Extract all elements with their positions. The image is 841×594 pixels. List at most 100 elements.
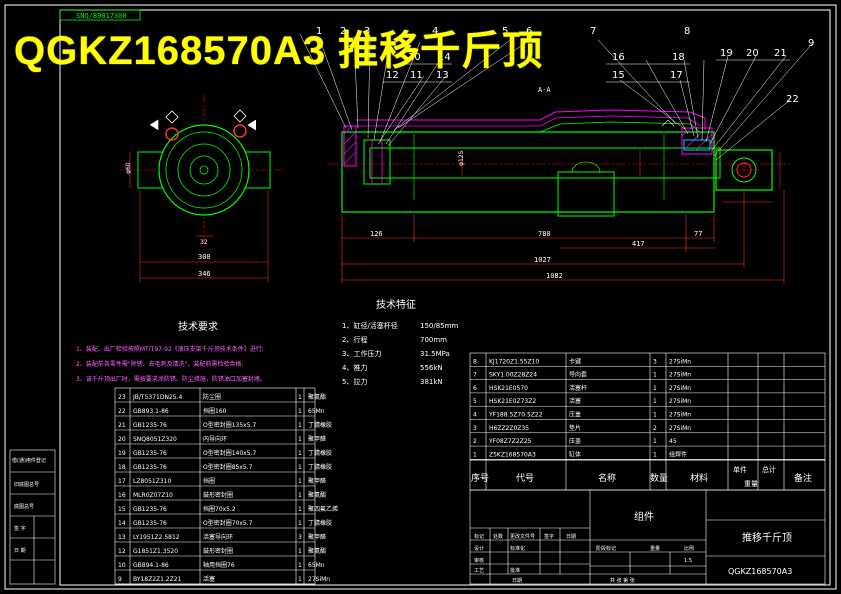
bom-cell: 内导向环 xyxy=(203,435,227,443)
date-label: 日期 xyxy=(512,578,522,584)
dim-780: 780 xyxy=(538,230,551,238)
bom-cell: 20 xyxy=(118,436,126,443)
balloon-6: 6 xyxy=(526,26,532,37)
weight-label: 重量 xyxy=(650,545,660,552)
tech-req-line: 3、该千斤顶出厂时，需按要求涂防锈、防尘措施，防锈油口加塞封堵。 xyxy=(76,375,266,383)
section-label: A-A xyxy=(538,86,551,94)
bom-header-qty: 数量 xyxy=(650,472,668,484)
sign-label: 标记 xyxy=(474,533,484,540)
bom-cell: 聚甲醛 xyxy=(308,435,326,443)
balloon-16: 16 xyxy=(612,52,625,63)
stage-label: 阶段标记 xyxy=(596,545,616,552)
bom-cell: GB1235-76 xyxy=(133,520,167,527)
bom-cell: HSK21E0570 xyxy=(489,385,528,392)
bom-cell: 18 xyxy=(118,464,126,471)
bom-cell: 活塞 xyxy=(569,397,581,405)
bom-cell: 挡圈70x5.2 xyxy=(203,505,236,513)
bom-cell: GB894.1-86 xyxy=(133,562,169,569)
side-strip-label: 旧底图总号 xyxy=(14,481,39,488)
bom-cell: 活塞杆 xyxy=(569,384,587,392)
balloon-15: 15 xyxy=(612,70,625,81)
bom-cell: 1 xyxy=(653,451,657,458)
balloon-14: 14 xyxy=(438,52,451,63)
bom-cell: 聚甲醛 xyxy=(308,477,326,485)
end-view: 300 346 φ60 32 xyxy=(120,95,285,282)
side-strip xyxy=(9,449,56,585)
bom-header-no: 序号 xyxy=(471,472,489,484)
bom-cell: 聚氨酯 xyxy=(308,547,326,555)
bom-cell: 5 xyxy=(473,398,477,405)
bom-cell: 1 xyxy=(298,576,302,583)
bom-cell: 4 xyxy=(473,412,477,419)
bom-cell: 活塞导向环 xyxy=(203,533,233,541)
bom-cell: 1 xyxy=(298,450,302,457)
bom-cell: 10 xyxy=(118,562,126,569)
dim-77: 77 xyxy=(694,230,702,238)
bom-cell: LY1951Z2.5812 xyxy=(133,534,180,541)
bom-cell: O型密封圈70x5.7 xyxy=(203,519,253,527)
bom-cell: 1 xyxy=(473,451,477,458)
bom-cell: LZ8051Z310 xyxy=(133,478,171,485)
bom-cell: 1 xyxy=(298,408,302,415)
role-label: 工艺 xyxy=(474,568,484,574)
bom-cell: BY18Z2Z1.2Z21 xyxy=(133,576,182,583)
stamp-box: SNQ/89017300 xyxy=(59,9,141,21)
bom-cell: 聚氨酯 xyxy=(308,393,326,401)
bom-cell: 导向套 xyxy=(569,371,587,379)
bom-cell: 1 xyxy=(653,398,657,405)
bom-cell: 丁腈橡胶 xyxy=(308,519,332,527)
bom-cell: 27SiMn xyxy=(669,412,691,419)
bom-header-unit: 单件 xyxy=(733,465,747,474)
bom-cell: 1 xyxy=(298,436,302,443)
bom-cell: 7 xyxy=(473,372,477,379)
role-label: 审核 xyxy=(474,557,484,564)
bom-header-total: 总计 xyxy=(762,465,776,474)
bom-cell: 27SiMn xyxy=(669,372,691,379)
bom-cell: HSK21E0Z73Z2 xyxy=(489,398,536,405)
bom-cell: 27SiMn xyxy=(308,576,330,583)
side-strip-label: 签 字 xyxy=(14,525,26,532)
bom-cell: 1 xyxy=(298,520,302,527)
bom-cell: 17 xyxy=(118,478,126,485)
bom-cell: 3 xyxy=(473,425,477,432)
bom-cell: H6ZZ2Z0Z35 xyxy=(489,425,529,432)
tech-req-line: 1、装配、出厂检验按照MT/T97-92《液压支架千斤顶技术条件》进行; xyxy=(76,345,264,353)
sign-label: 更改文件号 xyxy=(510,533,535,540)
balloon-13: 13 xyxy=(436,70,449,81)
side-strip-label: 日 期 xyxy=(14,548,26,554)
leader-lines xyxy=(299,33,813,161)
bom-cell: 1 xyxy=(298,464,302,471)
bom-cell: 垫片 xyxy=(569,424,581,432)
bom-cell: 1 xyxy=(653,412,657,419)
bom-cell: 鼓形密封圈 xyxy=(203,547,233,555)
balloon-9: 9 xyxy=(808,38,814,49)
dim-phi60: φ60 xyxy=(125,162,132,174)
dim-phi125: φ125 xyxy=(458,150,465,166)
bom-cell: 13 xyxy=(118,534,126,541)
balloon-11: 11 xyxy=(410,70,423,81)
bom-cell: O型密封圈140x5.7 xyxy=(203,449,256,457)
bom-cell: 挡圈160 xyxy=(203,407,227,415)
drawing-number: QGKZ168570A3 xyxy=(728,567,792,576)
tech-param-label: 3、工作压力 xyxy=(342,349,381,358)
bom-cell: 1 xyxy=(298,394,302,401)
bom-cell: JB/T5371DN25.4 xyxy=(132,394,182,401)
bom-cell: G1851Z1.3520 xyxy=(133,548,178,555)
bom-cell: GB1235-76 xyxy=(133,506,167,513)
tech-param-label: 1、缸径/活塞杆径 xyxy=(342,321,398,330)
bom-cell: 27SiMn xyxy=(669,358,691,365)
bom-header-name: 名称 xyxy=(598,472,616,484)
bom-cell: 鼓形密封圈 xyxy=(203,491,233,499)
tech-param-value: 150/85mm xyxy=(420,322,458,330)
balloon-22: 22 xyxy=(786,94,799,105)
bom-header: 序号 代号 名称 数量 材料 单件 总计 重量 备注 xyxy=(471,465,812,488)
dim-1027: 1027 xyxy=(534,256,551,264)
dim-32: 32 xyxy=(200,239,208,246)
tech-requirements: 技术要求 1、装配、出厂检验按照MT/T97-92《液压支架千斤顶技术条件》进行… xyxy=(76,320,266,383)
balloon-10: 10 xyxy=(408,52,421,63)
bom-cell: 聚甲醛 xyxy=(308,533,326,541)
bom-cell: 1 xyxy=(298,422,302,429)
dim-417: 417 xyxy=(632,240,645,248)
